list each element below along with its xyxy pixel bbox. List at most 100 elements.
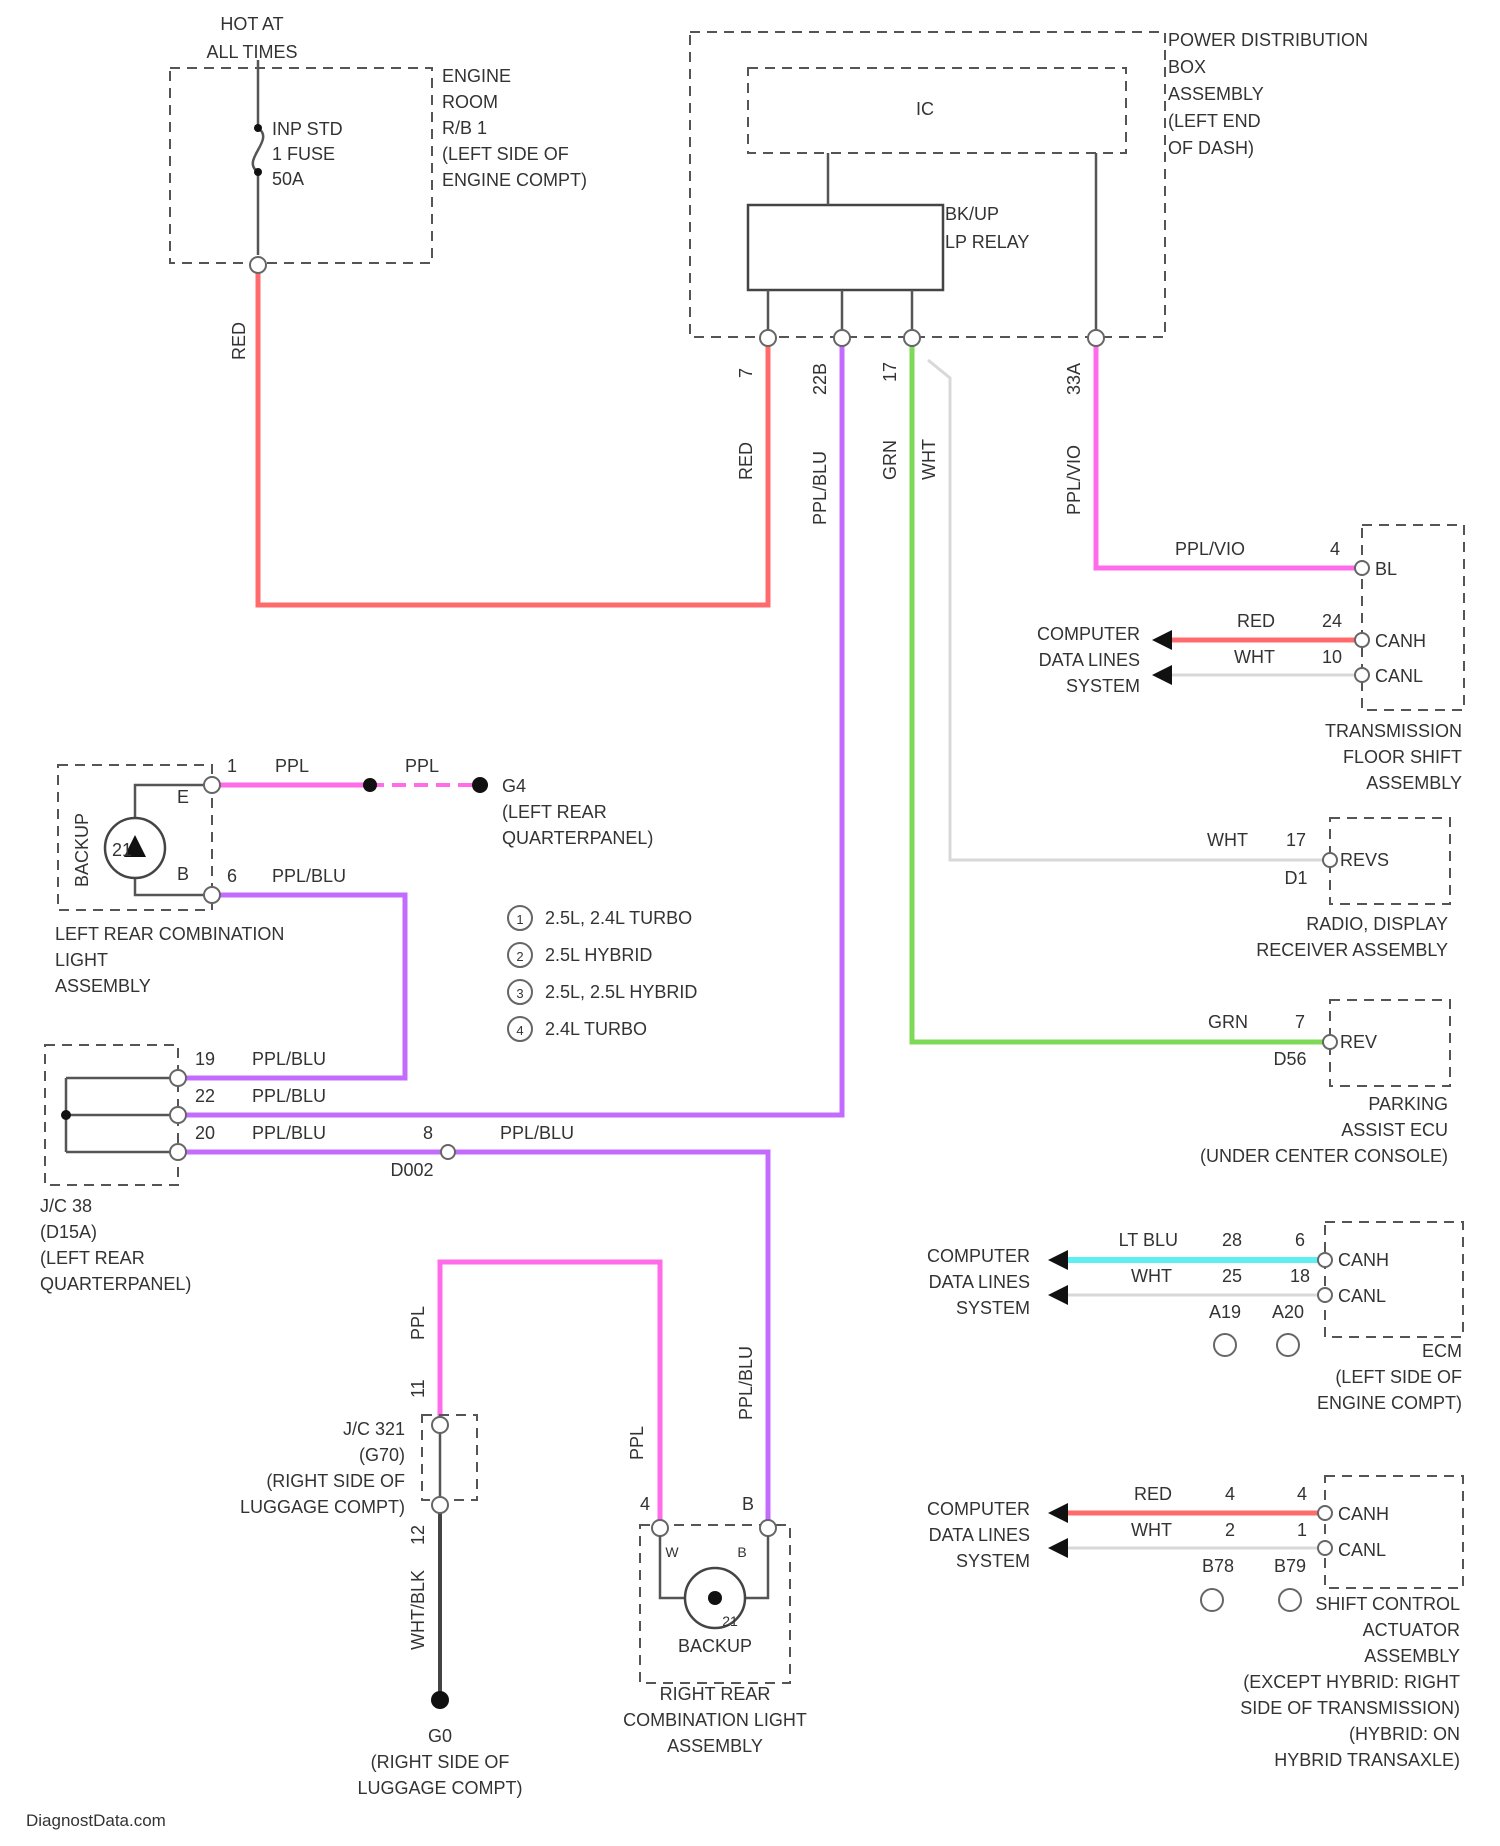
tfs-row1-pin: 4 [1330,539,1340,559]
ppl-jc-wire [440,1262,660,1525]
sca-row1-pin1: 4 [1225,1484,1235,1504]
tfs-row2-pin: 24 [1322,611,1342,631]
sca-pin-canh [1318,1506,1332,1520]
legend-text-3: 2.5L, 2.5L HYBRID [545,982,697,1002]
parking-label-1: PARKING [1368,1094,1448,1114]
parking-term: REV [1340,1032,1377,1052]
right-lamp-backup-text: BACKUP [678,1636,752,1656]
ecm-row2-pin1: 25 [1222,1266,1242,1286]
pdb-pin-33a [1088,330,1104,346]
legend-text-1: 2.5L, 2.4L TURBO [545,908,692,928]
left-lamp-label-1: LEFT REAR COMBINATION [55,924,284,944]
ecm-cdl-2: DATA LINES [929,1272,1030,1292]
right-lamp-wire-pplblu: PPL/BLU [736,1346,756,1420]
left-lamp-bulb-lead-bottom [135,876,205,895]
jc321-label-1: J/C 321 [343,1419,405,1439]
engine-legend: 1 2.5L, 2.4L TURBO 2 2.5L HYBRID 3 2.5L,… [508,906,697,1041]
left-lamp-bulb-lead-top [135,785,205,820]
right-lamp-inner-w: W [665,1544,679,1560]
ppl-blu-right-wire [178,1152,768,1525]
right-lamp-pin-4: 4 [640,1494,650,1514]
sca-row2-term: CANL [1338,1540,1386,1560]
ic-outline [748,68,1126,153]
jc38-label-4: QUARTERPANEL) [40,1274,191,1294]
jc38-label-3: (LEFT REAR [40,1248,145,1268]
junction-connector-321: 11 12 PPL WHT/BLK J/C 321 (G70) (RIGHT S… [240,1306,523,1798]
jc38-pin-label-22: 22 [195,1086,215,1106]
sca-pin-canl [1318,1541,1332,1555]
jc38-d002-pin [441,1145,455,1159]
jc321-outline [422,1415,477,1500]
left-lamp-label-2: LIGHT [55,950,108,970]
ecm-canl-arrow [1048,1285,1068,1305]
legend-key-4: 4 [516,1023,523,1038]
fuse-label-1: INP STD [272,119,343,139]
g0-label-1: G0 [428,1726,452,1746]
jc38-label-1: J/C 38 [40,1196,92,1216]
left-lamp-pin-num-6: 6 [227,866,237,886]
jc321-wire-bottom: WHT/BLK [408,1570,428,1650]
rb-label-2: ROOM [442,92,498,112]
right-lamp-label-2: COMBINATION LIGHT [623,1710,807,1730]
pdb-label-5: OF DASH) [1168,138,1254,158]
grn-wire-label: GRN [880,440,900,480]
ppl-vio-wire [1096,340,1355,568]
jc321-pin-12 [432,1497,448,1513]
sca-conn-2-key [1279,1589,1301,1611]
jc38-pin-label-20: 20 [195,1123,215,1143]
fuse-box-outline [170,68,432,263]
jc321-label-4: LUGGAGE COMPT) [240,1497,405,1517]
parking-label-2: ASSIST ECU [1341,1120,1448,1140]
tfs-row1-color: PPL/VIO [1175,539,1245,559]
pdb-pin-22b-label: 22B [810,363,830,395]
parking-wire-label: GRN [1208,1012,1248,1032]
parking-label-3: (UNDER CENTER CONSOLE) [1200,1146,1448,1166]
junction-connector-38: 19 PPL/BLU 22 PPL/BLU 20 PPL/BLU 8 D002 … [40,1045,574,1294]
jc38-wire-label-20: PPL/BLU [252,1123,326,1143]
sca-conn-1-key [1201,1589,1223,1611]
g4-label-1: G4 [502,776,526,796]
sca-label-7: HYBRID TRANSAXLE) [1274,1750,1460,1770]
left-lamp-wire-ppl-1: PPL [275,756,309,776]
parking-assist-ecu: GRN 7 D56 REV PARKING ASSIST ECU (UNDER … [1200,1000,1450,1166]
jc321-pin-label-11: 11 [408,1379,428,1398]
ecm-canh-arrow [1048,1250,1068,1270]
sca-row2-color: WHT [1131,1520,1172,1540]
parking-pin-2: D56 [1273,1049,1306,1069]
sca-row2-pin2: 1 [1297,1520,1307,1540]
left-lamp-pin-b: B [177,864,189,884]
sca-cdl-3: SYSTEM [956,1551,1030,1571]
rb-label-1: ENGINE [442,66,511,86]
radio-display-receiver-assembly: WHT 17 D1 REVS RADIO, DISPLAY RECEIVER A… [1207,818,1450,960]
radio-pin-2: D1 [1284,868,1307,888]
engine-room-rb: HOT AT ALL TIMES INP STD 1 FUSE 50A ENGI… [170,14,587,360]
radio-pin-1: 17 [1286,830,1306,850]
right-lamp-label-3: ASSEMBLY [667,1736,763,1756]
jc321-wire-top: PPL [408,1306,428,1340]
right-lamp-pin-w [652,1520,668,1536]
left-lamp-pin-e: E [177,787,189,807]
tfs-label-3: ASSEMBLY [1366,773,1462,793]
tfs-row2-term: CANH [1375,631,1426,651]
pdb-label-3: ASSEMBLY [1168,84,1264,104]
g0-label-2: (RIGHT SIDE OF [371,1752,510,1772]
right-lamp-label-1: RIGHT REAR [660,1684,771,1704]
tfs-row3-term: CANL [1375,666,1423,686]
right-lamp-pin-b: B [742,1494,754,1514]
splice-dot [363,778,377,792]
sca-cdl-1: COMPUTER [927,1499,1030,1519]
relay-label-1: BK/UP [945,204,999,224]
jc38-pin-label-19: 19 [195,1049,215,1069]
tfs-cdl-3: SYSTEM [1066,676,1140,696]
fuse-terminal-bottom [254,168,262,176]
hot-at-all-times-label: HOT AT [220,14,283,34]
relay-label-2: LP RELAY [945,232,1029,252]
right-lamp-filament-icon [708,1591,722,1605]
pdb-pin-7-label: 7 [736,368,756,378]
pdb-label-1: POWER DISTRIBUTION [1168,30,1368,50]
jc321-label-2: (G70) [359,1445,405,1465]
watermark: DiagnostData.com [26,1811,166,1830]
pdb-pin-7 [760,330,776,346]
tfs-label-2: FLOOR SHIFT [1343,747,1462,767]
